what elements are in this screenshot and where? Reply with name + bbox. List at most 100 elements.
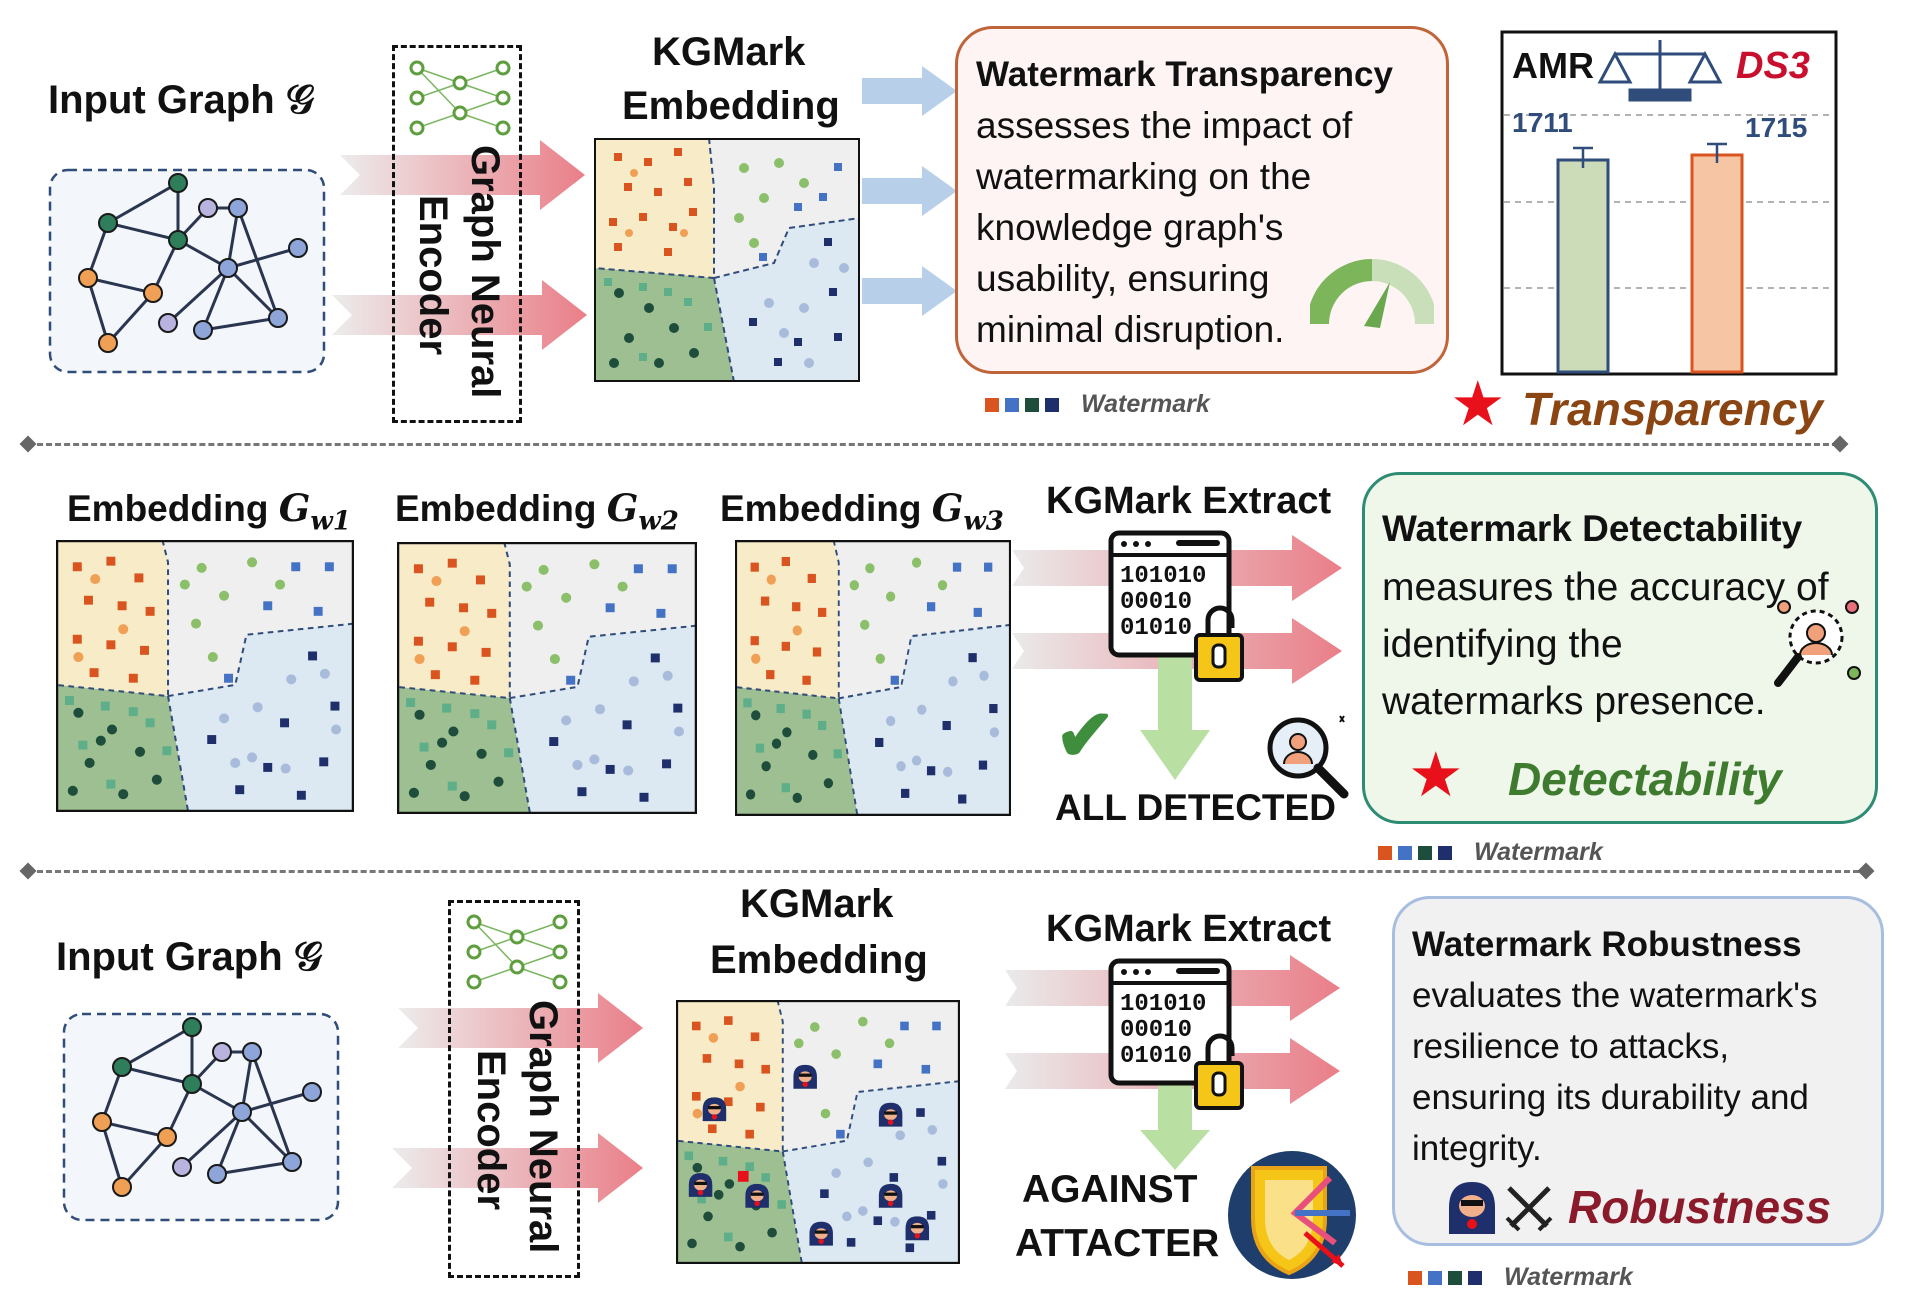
neural-network-icon-row3 bbox=[466, 914, 568, 990]
detectability-card-body: measures the accuracy of identifying the… bbox=[1382, 559, 1829, 730]
input-graph-diagram bbox=[48, 168, 326, 374]
encoder-label-line1-row3: Graph Neural bbox=[521, 1000, 565, 1254]
embedding-panel-gw1 bbox=[53, 537, 357, 815]
embedding-gw2-symbol: G bbox=[606, 486, 639, 530]
separator-bottom bbox=[28, 870, 1868, 873]
robustness-card-line: ensuring its durability and bbox=[1412, 1078, 1809, 1117]
embedding-gw3-text: Embedding bbox=[720, 488, 932, 529]
transparency-card-line: assesses the impact of bbox=[976, 105, 1353, 146]
legend-row2: Watermark bbox=[1378, 838, 1603, 867]
detectability-label: Detectability bbox=[1508, 753, 1782, 805]
robustness-label: Robustness bbox=[1568, 1181, 1832, 1233]
embedding-title-line1: KGMark bbox=[652, 30, 806, 74]
embedding-gw1-text: Embedding bbox=[67, 488, 279, 529]
bar-amr bbox=[1556, 146, 1610, 374]
transparency-card bbox=[955, 26, 1449, 374]
embedding-gw2-title: Embedding Gw2 bbox=[395, 486, 679, 536]
embedding-gw2-text: Embedding bbox=[395, 488, 607, 529]
detectability-card-line: measures the accuracy of bbox=[1382, 566, 1829, 609]
extract-title-row3: KGMark Extract bbox=[1046, 908, 1332, 950]
legend-swatch-navy bbox=[1438, 845, 1452, 860]
encoder-label-line2: Encoder bbox=[411, 195, 455, 356]
arrow-encoder-in-bottom bbox=[332, 280, 587, 350]
bar-chart-right-label: DS3 bbox=[1736, 45, 1810, 87]
legend-swatch-blue bbox=[1428, 1270, 1442, 1285]
legend-swatch-orange bbox=[1378, 845, 1392, 860]
embedding-panel-gw3 bbox=[732, 537, 1014, 819]
binary-line-3: 01010 bbox=[1120, 1043, 1192, 1070]
balance-scale-icon bbox=[1597, 40, 1723, 102]
embedding-panel-gw2 bbox=[394, 539, 700, 817]
binary-lock-icon-row3: 101010 00010 01010 bbox=[1108, 958, 1244, 1110]
separator-bottom-left-dot bbox=[19, 862, 37, 880]
legend-swatch-teal bbox=[1418, 845, 1432, 860]
encoder-box bbox=[392, 45, 522, 423]
identify-users-icon bbox=[1774, 600, 1861, 687]
embedding-gw3-title: Embedding Gw3 bbox=[720, 486, 1004, 536]
legend-swatch-blue bbox=[1398, 845, 1412, 860]
embedding-panel-attacked bbox=[673, 997, 963, 1267]
star-icon-transparency: ★ bbox=[1450, 370, 1506, 439]
detectability-card-title: Watermark Detectability bbox=[1382, 508, 1803, 549]
legend-swatch-blue bbox=[1005, 397, 1019, 412]
status-against-line2: ATTACTER bbox=[1015, 1222, 1220, 1265]
arrows-to-transparency-card bbox=[862, 66, 957, 316]
arrow-encoder-in-bottom-row3 bbox=[392, 1133, 643, 1203]
embedding-panel-row1 bbox=[594, 138, 860, 382]
crossed-swords-icon bbox=[1505, 1186, 1553, 1232]
embedding-gw2-subscript: w2 bbox=[638, 506, 679, 537]
legend-swatch-navy bbox=[1468, 1270, 1482, 1285]
transparency-label: Transparency bbox=[1522, 383, 1823, 435]
robustness-card-title: Watermark Robustness bbox=[1412, 925, 1802, 964]
separator-top-right-dot bbox=[1831, 435, 1849, 453]
transparency-card-line: knowledge graph's bbox=[976, 207, 1284, 248]
status-against-line1: AGAINST bbox=[1022, 1168, 1198, 1211]
bar-ds3 bbox=[1690, 142, 1744, 374]
binary-line-2: 00010 bbox=[1120, 1017, 1192, 1044]
gauge-icon bbox=[1310, 259, 1434, 328]
arrow-encoder-in-top-row3 bbox=[398, 993, 643, 1063]
transparency-card-line: watermarking on the bbox=[976, 156, 1312, 197]
legend-row1: Watermark bbox=[985, 390, 1210, 419]
bar-value-ds3: 1715 bbox=[1745, 112, 1808, 143]
binary-line-1: 101010 bbox=[1120, 563, 1206, 590]
transparency-bar-chart bbox=[1500, 30, 1838, 376]
status-all-detected: ALL DETECTED bbox=[1055, 787, 1336, 828]
embedding-gw1-title: Embedding Gw1 bbox=[67, 486, 351, 536]
input-graph-label: Input Graph 𝒢 bbox=[48, 78, 315, 122]
legend-label: Watermark bbox=[1474, 838, 1603, 866]
transparency-card-title: Watermark Transparency bbox=[976, 55, 1393, 94]
binary-line-1: 101010 bbox=[1120, 991, 1206, 1018]
extract-title-row2: KGMark Extract bbox=[1046, 480, 1332, 522]
transparency-card-line: usability, ensuring bbox=[976, 258, 1270, 299]
transparency-card-body: assesses the impact of watermarking on t… bbox=[976, 100, 1352, 355]
search-user-icon bbox=[1267, 715, 1349, 799]
robustness-card-line: resilience to attacks, bbox=[1412, 1027, 1730, 1066]
encoder-label-line1: Graph Neural bbox=[463, 145, 507, 399]
shield-defense-icon bbox=[1228, 1151, 1356, 1279]
legend-label: Watermark bbox=[1504, 1263, 1633, 1291]
embedding-title-line2: Embedding bbox=[622, 84, 840, 128]
embedding-gw3-symbol: G bbox=[931, 486, 964, 530]
bar-value-amr: 1711 bbox=[1512, 107, 1573, 138]
input-graph-label-row3: Input Graph 𝒢 bbox=[56, 935, 323, 979]
binary-line-2: 00010 bbox=[1120, 589, 1192, 616]
legend-swatch-teal bbox=[1025, 397, 1039, 412]
detectability-card-line: watermarks presence. bbox=[1382, 680, 1766, 723]
legend-swatch-orange bbox=[985, 397, 999, 412]
binary-line-3: 01010 bbox=[1120, 615, 1192, 642]
legend-swatch-navy bbox=[1045, 397, 1059, 412]
separator-bottom-right-dot bbox=[1857, 862, 1875, 880]
embedding-gw3-subscript: w3 bbox=[963, 506, 1004, 537]
star-icon-detectability: ★ bbox=[1408, 741, 1464, 810]
bar-chart-left-label: AMR bbox=[1512, 45, 1594, 86]
robustness-card-body: evaluates the watermark's resilience to … bbox=[1412, 970, 1817, 1174]
input-graph-diagram-row3 bbox=[62, 1012, 340, 1222]
detectability-card-line: identifying the bbox=[1382, 623, 1623, 666]
robustness-card-line: integrity. bbox=[1412, 1129, 1542, 1168]
transparency-card-line: minimal disruption. bbox=[976, 309, 1285, 350]
separator-top-left-dot bbox=[19, 435, 37, 453]
legend-swatch-teal bbox=[1448, 1270, 1462, 1285]
embedding-title-line1-row3: KGMark bbox=[740, 882, 894, 926]
